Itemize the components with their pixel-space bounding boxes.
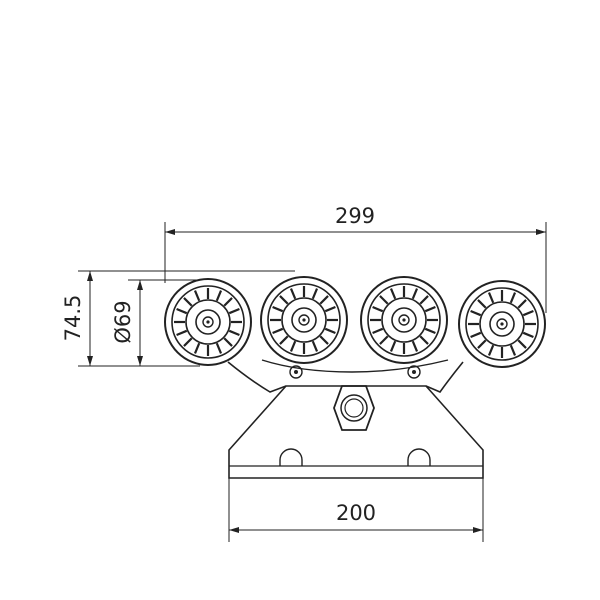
wheel: [260, 276, 348, 364]
center-web: [261, 359, 449, 373]
wheel: [164, 278, 252, 366]
dim-label-69: Ø69: [111, 300, 135, 343]
wheel: [458, 280, 546, 368]
dimension-overall-height: 74.5: [61, 270, 295, 367]
right-arm: [425, 361, 464, 393]
dim-label-200: 200: [336, 501, 376, 525]
wheel: [360, 276, 448, 364]
bolt-inner-ring: [344, 398, 364, 418]
dim-label-299: 299: [335, 204, 375, 228]
mount-slot-left: [279, 448, 303, 466]
dimension-base-width: 200: [228, 478, 484, 542]
trolley-body: [227, 359, 484, 479]
axle-marker-right: [407, 365, 421, 379]
dimension-wheel-diameter: Ø69: [111, 279, 200, 366]
left-arm: [227, 361, 287, 393]
hex-nut: [333, 385, 375, 431]
mount-slot-right: [407, 448, 431, 466]
wheel-group: [164, 276, 546, 368]
dimension-overall-width: 299: [164, 204, 547, 313]
dim-label-74-5: 74.5: [61, 295, 85, 342]
bolt-outer-ring: [340, 394, 368, 422]
axle-marker-left: [289, 365, 303, 379]
